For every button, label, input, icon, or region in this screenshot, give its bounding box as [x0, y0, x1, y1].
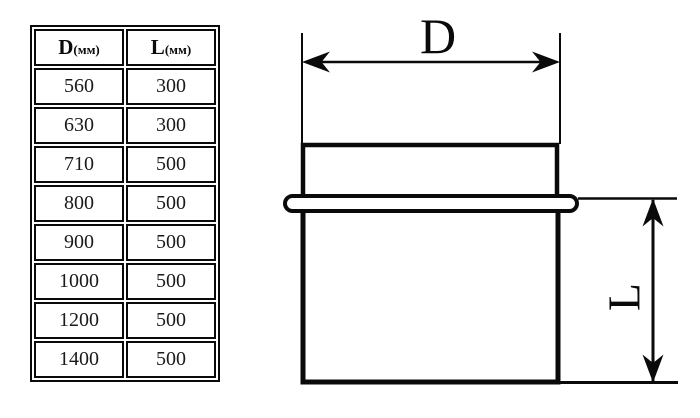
- l-dimension-label: L: [599, 283, 650, 311]
- header-cell-l: L(мм): [126, 29, 216, 66]
- cell-d-value: 1200: [34, 302, 124, 339]
- header-d-letter: D: [58, 35, 74, 59]
- d-dimension-label: D: [420, 8, 456, 64]
- cell-d-value: 630: [34, 107, 124, 144]
- table-row: 1200 500: [34, 302, 216, 339]
- dimension-table: D(мм) L(мм) 560 300 630 300 710 500 800 …: [30, 25, 220, 382]
- table-row: 1000 500: [34, 263, 216, 300]
- cell-d-value: 1000: [34, 263, 124, 300]
- cell-d-value: 560: [34, 68, 124, 105]
- cell-l-value: 500: [126, 263, 216, 300]
- cell-d-value: 1400: [34, 341, 124, 378]
- table-header-row: D(мм) L(мм): [34, 29, 216, 66]
- l-arrowhead-down-icon: [642, 354, 664, 383]
- header-cell-d: D(мм): [34, 29, 124, 66]
- cell-l-value: 500: [126, 341, 216, 378]
- header-l-unit: (мм): [164, 42, 192, 57]
- cell-l-value: 300: [126, 68, 216, 105]
- l-arrowhead-up-icon: [642, 198, 664, 227]
- table-row: 560 300: [34, 68, 216, 105]
- cell-l-value: 500: [126, 302, 216, 339]
- table-row: 1400 500: [34, 341, 216, 378]
- cell-l-value: 500: [126, 224, 216, 261]
- d-arrowhead-right-icon: [532, 51, 560, 73]
- table-row: 900 500: [34, 224, 216, 261]
- cell-d-value: 800: [34, 185, 124, 222]
- cell-l-value: 500: [126, 185, 216, 222]
- duct-body-rect: [300, 203, 561, 385]
- header-l-letter: L: [150, 35, 165, 59]
- duct-neck-rect: [300, 142, 560, 201]
- cell-d-value: 710: [34, 146, 124, 183]
- cell-l-value: 300: [126, 107, 216, 144]
- table-row: 710 500: [34, 146, 216, 183]
- flange-band: [283, 194, 579, 213]
- table-row: 630 300: [34, 107, 216, 144]
- cell-l-value: 500: [126, 146, 216, 183]
- cell-d-value: 900: [34, 224, 124, 261]
- header-d-unit: (мм): [73, 42, 100, 57]
- d-arrowhead-left-icon: [302, 51, 330, 73]
- table-row: 800 500: [34, 185, 216, 222]
